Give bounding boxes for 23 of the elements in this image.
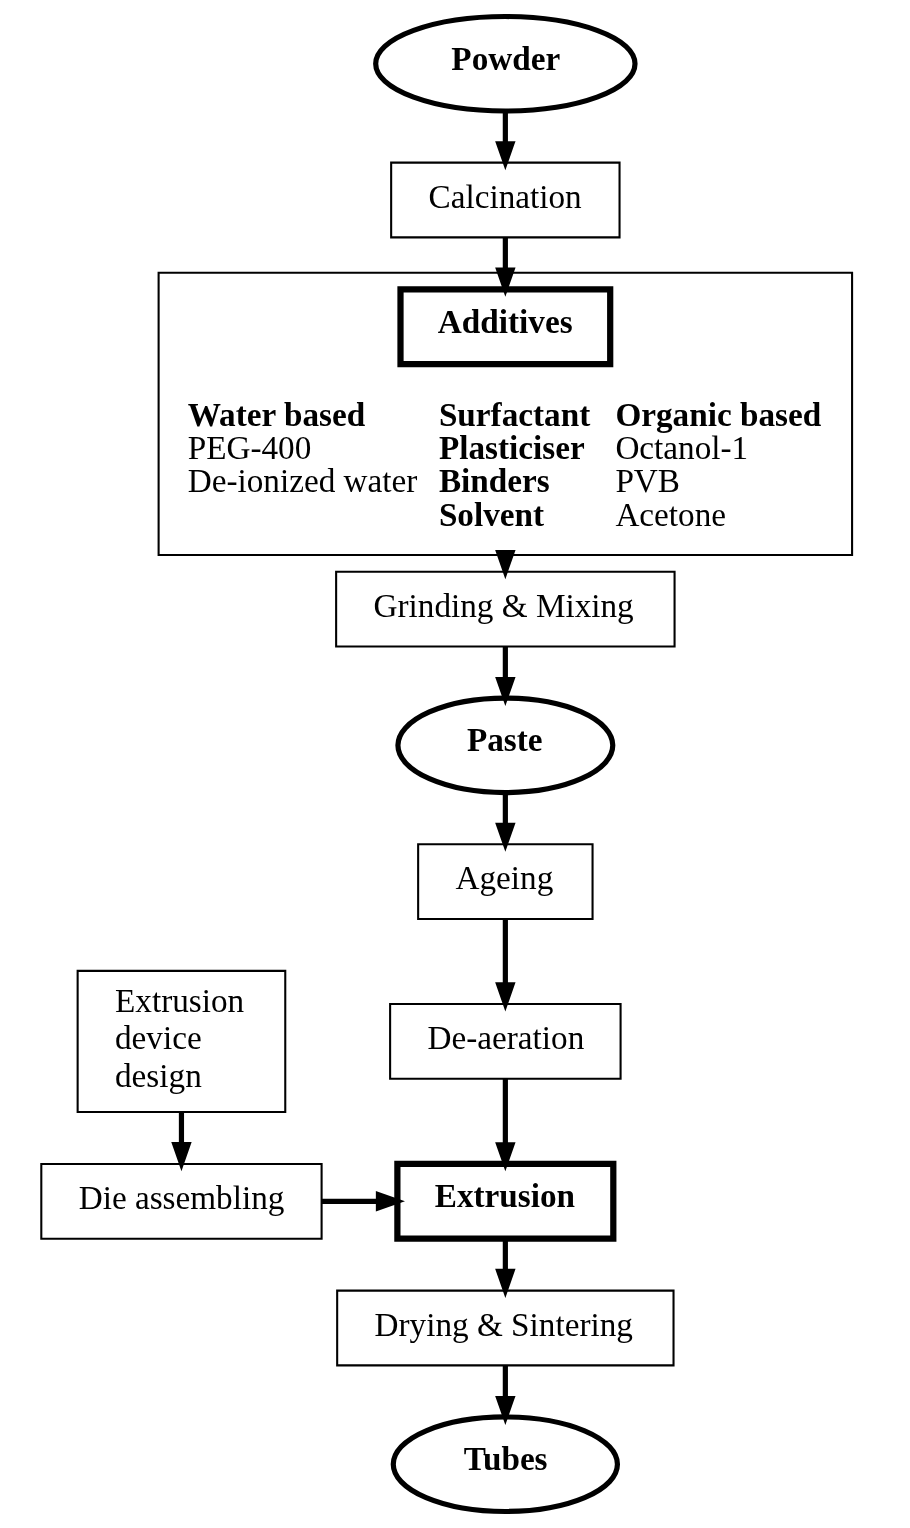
arrow [495, 792, 516, 852]
node-box: Extrusion [394, 1160, 617, 1242]
arrow [321, 1191, 405, 1212]
node-box: Extrusion device design [76, 969, 287, 1114]
arrow [171, 1112, 192, 1172]
node-box: Additives [397, 286, 614, 368]
arrow [495, 111, 516, 171]
arrow [495, 1365, 516, 1426]
node-box: Die assembling [40, 1162, 323, 1240]
arrow [495, 237, 516, 297]
node-box: Ageing [417, 843, 594, 920]
node-box: Grinding & Mixing [335, 570, 676, 648]
node-ellipse: Powder [373, 13, 638, 114]
arrow [495, 646, 516, 707]
arrow [495, 918, 516, 1012]
node-ellipse: Paste [395, 695, 616, 796]
node-box: Drying & Sintering [336, 1289, 675, 1367]
node-ellipse: Tubes [390, 1414, 621, 1515]
node-box: Calcination [390, 161, 621, 239]
arrow [495, 1238, 516, 1298]
arrow [495, 550, 516, 580]
arrow [495, 1078, 516, 1172]
node-box: De-aeration [389, 1003, 622, 1080]
